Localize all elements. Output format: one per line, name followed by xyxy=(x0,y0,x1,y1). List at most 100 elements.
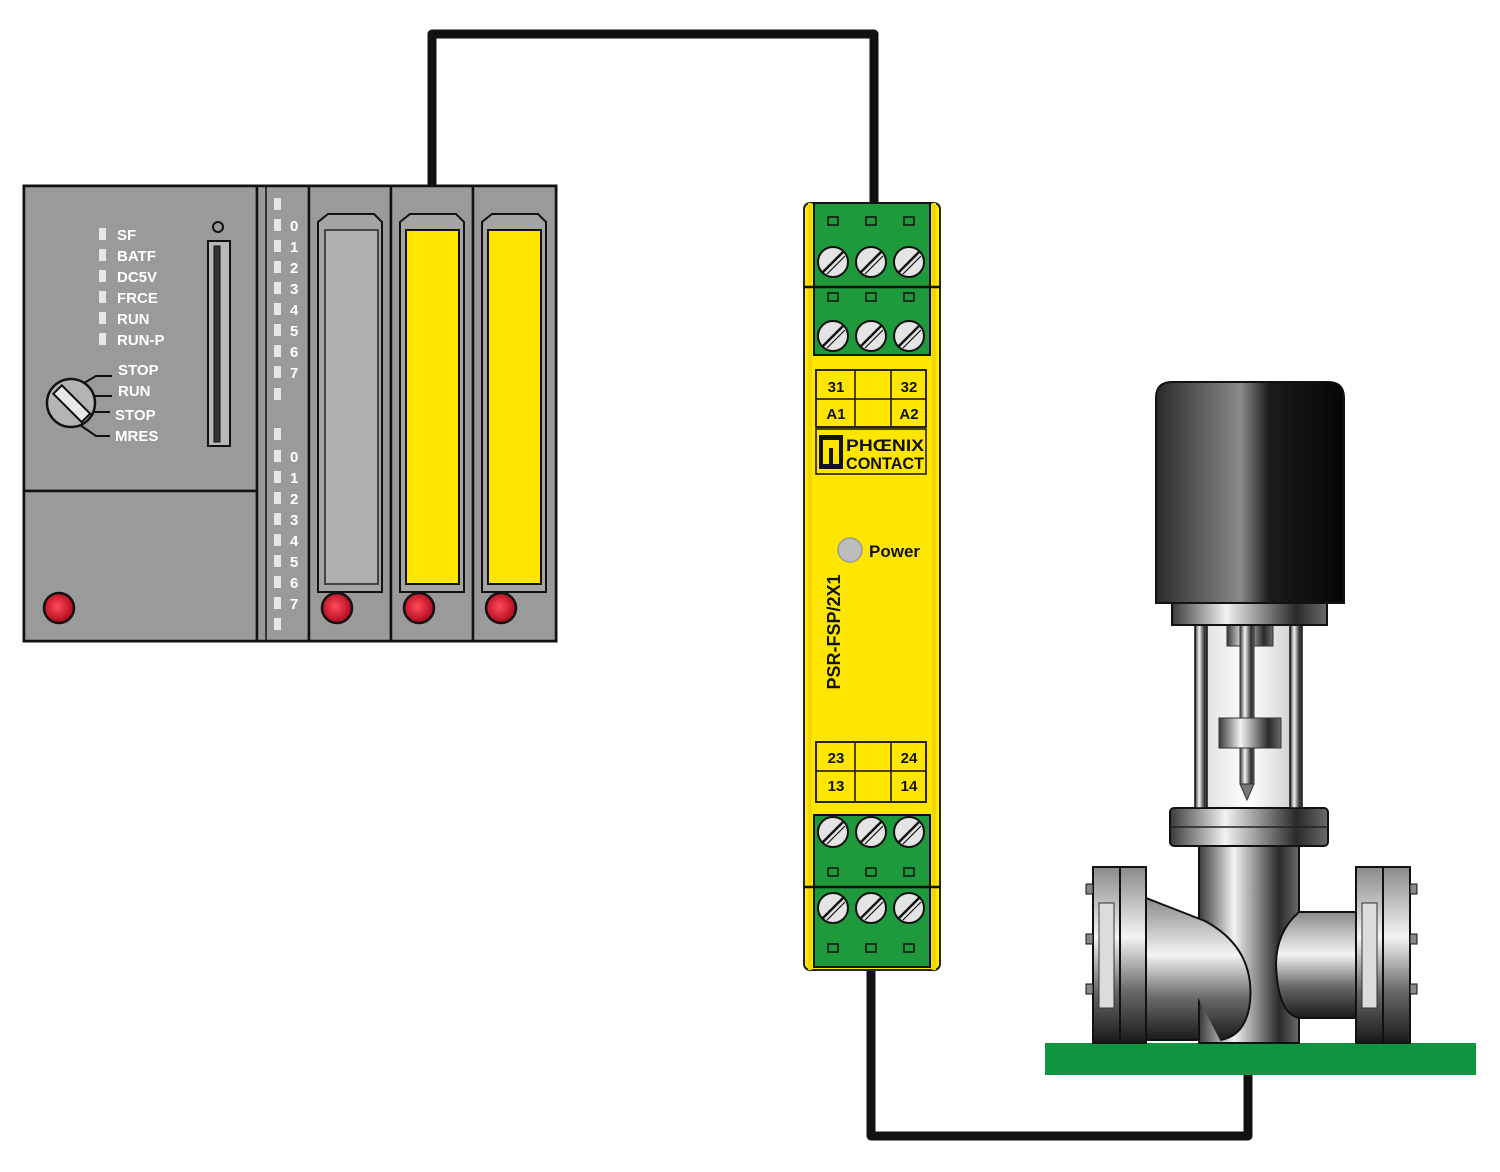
terminal-label-a2: A2 xyxy=(899,406,918,423)
terminal-labels-bottom: 23 24 13 14 xyxy=(815,741,927,803)
channel-led xyxy=(274,240,281,252)
channel-label: 1 xyxy=(290,470,298,487)
terminal-marker xyxy=(865,943,877,953)
channel-led xyxy=(274,428,281,440)
terminal-marker xyxy=(827,292,839,302)
channel-led xyxy=(274,492,281,504)
channel-led xyxy=(274,555,281,567)
valve-flange-left xyxy=(1085,866,1147,1044)
cpu-led-red xyxy=(42,591,76,625)
channel-led xyxy=(274,576,281,588)
terminal-screw[interactable] xyxy=(855,246,887,278)
channel-label: 4 xyxy=(290,302,299,319)
valve-actuator xyxy=(1155,381,1345,626)
terminal-screw[interactable] xyxy=(855,816,887,848)
channel-label: 7 xyxy=(290,596,298,613)
status-led xyxy=(99,291,106,303)
status-led xyxy=(99,228,106,240)
channel-label: 1 xyxy=(290,239,298,256)
channel-label: 4 xyxy=(290,533,299,550)
channel-label: 5 xyxy=(290,554,298,571)
channel-led xyxy=(274,450,281,462)
terminal-screw[interactable] xyxy=(893,320,925,352)
status-led-label: FRCE xyxy=(117,290,158,307)
status-led xyxy=(99,312,106,324)
channel-label: 2 xyxy=(290,491,298,508)
channel-led xyxy=(274,366,281,378)
terminal-marker xyxy=(903,943,915,953)
valve-yoke xyxy=(1194,623,1303,809)
io-module-yellow-1 xyxy=(389,184,475,643)
channel-led xyxy=(274,198,281,210)
terminal-marker xyxy=(903,867,915,877)
memory-card-slot[interactable] xyxy=(207,221,231,447)
terminal-marker xyxy=(827,216,839,226)
channel-led xyxy=(274,513,281,525)
terminal-screw[interactable] xyxy=(855,320,887,352)
terminal-labels-top: 31 32 A1 A2 xyxy=(815,369,927,428)
channel-label: 0 xyxy=(290,218,298,235)
channel-led xyxy=(274,534,281,546)
safety-relay-module: 31 32 A1 A2 PHŒNIX CONTACT Power PSR-FSP… xyxy=(803,202,941,971)
terminal-screw[interactable] xyxy=(817,892,849,924)
terminal-marker xyxy=(865,867,877,877)
mode-label: STOP xyxy=(115,407,156,424)
channel-led xyxy=(274,597,281,609)
phoenix-contact-logo: PHŒNIX CONTACT xyxy=(815,428,927,475)
channel-label: 5 xyxy=(290,323,298,340)
channel-led xyxy=(274,388,281,400)
channel-label: 7 xyxy=(290,365,298,382)
terminal-marker xyxy=(827,943,839,953)
control-valve xyxy=(1045,381,1476,1075)
terminal-marker xyxy=(827,867,839,877)
terminal-marker xyxy=(903,292,915,302)
terminal-block-bottom xyxy=(804,814,940,968)
terminal-label-13: 13 xyxy=(828,778,845,795)
terminal-marker xyxy=(865,292,877,302)
relay-model-label: PSR-FSP/2X1 xyxy=(824,574,844,689)
status-led xyxy=(99,270,106,282)
channel-led xyxy=(274,303,281,315)
terminal-label-24: 24 xyxy=(901,750,918,767)
io-led-red xyxy=(402,591,436,625)
brand-line-1: PHŒNIX xyxy=(846,436,925,455)
channel-label: 3 xyxy=(290,512,298,529)
valve-body xyxy=(1145,845,1357,1044)
channel-led xyxy=(274,219,281,231)
terminal-screw[interactable] xyxy=(817,320,849,352)
status-led xyxy=(99,333,106,345)
io-module-yellow-2 xyxy=(471,184,558,643)
terminal-screw[interactable] xyxy=(855,892,887,924)
io-led-red xyxy=(484,591,518,625)
mode-selector-switch[interactable] xyxy=(45,375,112,437)
terminal-screw[interactable] xyxy=(893,816,925,848)
status-led-label: BATF xyxy=(117,248,156,265)
terminal-screw[interactable] xyxy=(893,246,925,278)
wire-relay-to-valve xyxy=(866,970,1253,1141)
terminal-screw[interactable] xyxy=(893,892,925,924)
channel-led xyxy=(274,282,281,294)
status-led xyxy=(99,249,106,261)
terminal-marker xyxy=(903,216,915,226)
channel-label: 6 xyxy=(290,575,298,592)
channel-led xyxy=(274,345,281,357)
mode-label: MRES xyxy=(115,428,158,445)
terminal-screw[interactable] xyxy=(817,816,849,848)
brand-line-2: CONTACT xyxy=(846,454,925,473)
bonnet-flange xyxy=(1169,807,1329,847)
status-led-label: SF xyxy=(117,227,136,244)
terminal-label-23: 23 xyxy=(828,750,845,767)
channel-label: 2 xyxy=(290,260,298,277)
channel-led xyxy=(274,471,281,483)
terminal-label-31: 31 xyxy=(828,379,845,396)
valve-flange-right xyxy=(1355,866,1418,1044)
channel-led xyxy=(274,618,281,630)
terminal-screw[interactable] xyxy=(817,246,849,278)
status-led-label: RUN xyxy=(117,311,150,328)
power-led xyxy=(837,537,863,563)
